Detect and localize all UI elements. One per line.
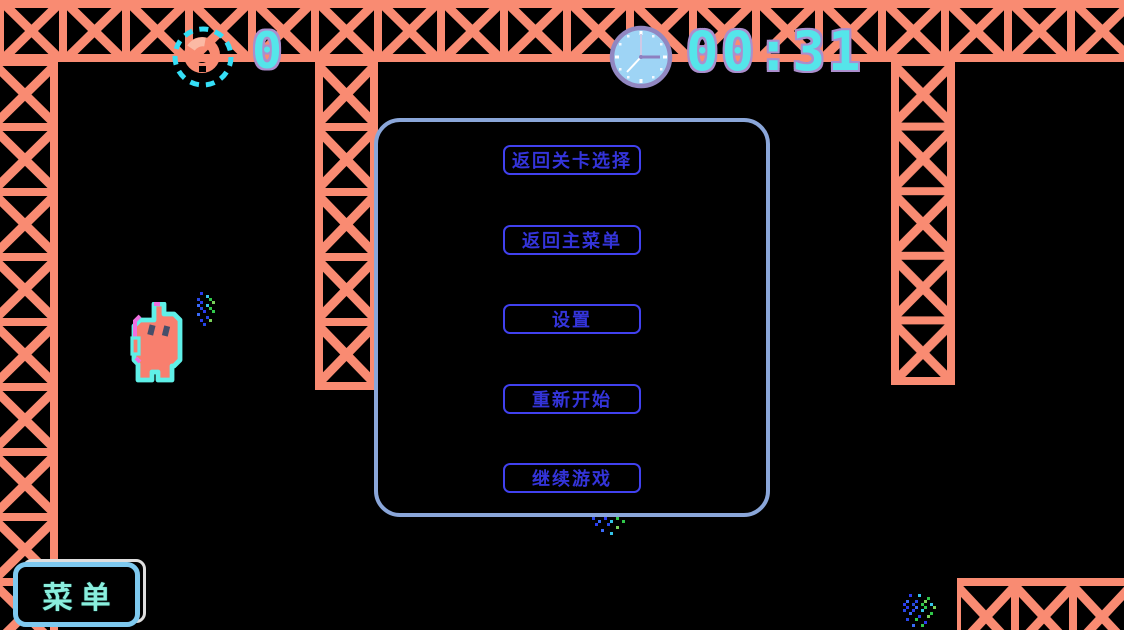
timer-value: 00:31: [686, 20, 864, 83]
player-character: [130, 302, 183, 383]
button-return-level-select[interactable]: 返回关卡选择: [503, 145, 641, 175]
button-settings[interactable]: 设置: [503, 304, 641, 334]
clock-icon: [609, 25, 673, 89]
pause-menu-panel: 返回关卡选择 返回主菜单 设置 重新开始 继续游戏: [374, 118, 770, 517]
coin-icon: [172, 26, 234, 88]
truss-tower-right: [891, 62, 955, 385]
particle-cluster: [903, 594, 906, 597]
truss-beam-top: [0, 0, 1124, 62]
menu-button[interactable]: 菜单: [13, 562, 140, 627]
truss-beam-bottom-right: [957, 578, 1124, 630]
coin-count: 0: [252, 22, 285, 80]
menu-button-label: 菜单: [42, 580, 119, 616]
truss-tower-middle: [315, 62, 378, 390]
truss-tower-left: [0, 62, 58, 630]
button-return-main-menu[interactable]: 返回主菜单: [503, 224, 641, 255]
button-restart[interactable]: 重新开始: [503, 383, 641, 414]
button-continue-game[interactable]: 继续游戏: [503, 463, 641, 493]
particle-cluster: [197, 292, 200, 295]
